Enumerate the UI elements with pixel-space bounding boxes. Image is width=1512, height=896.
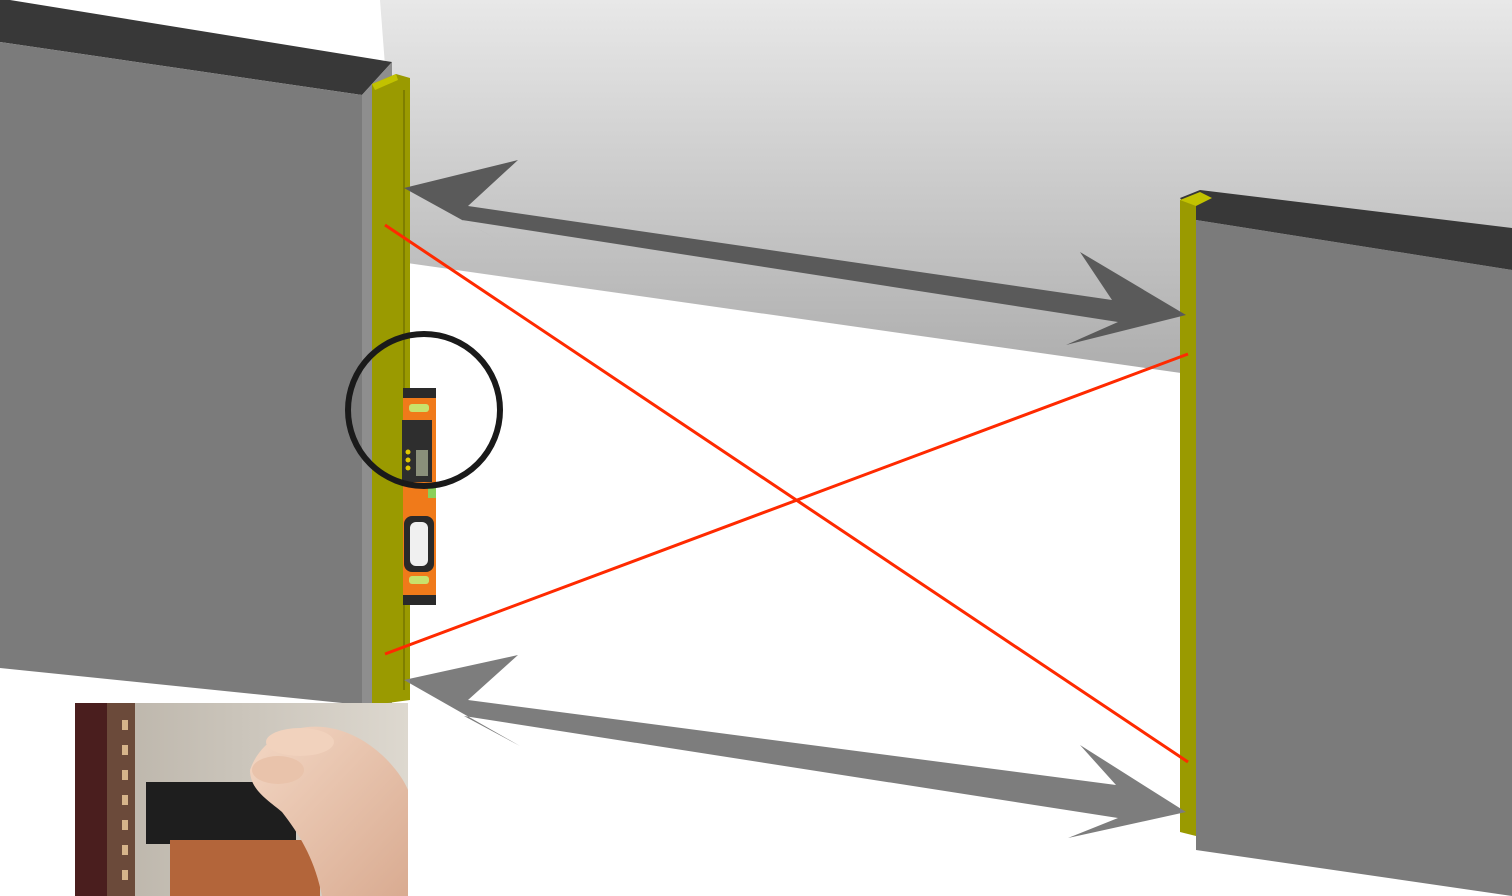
photo-wood-block [170, 840, 320, 896]
right-wall-face [1196, 220, 1512, 896]
diagonal-line-1 [384, 223, 1189, 764]
left-jamb-face [372, 74, 410, 705]
right-wall [1180, 190, 1512, 896]
left-wall [0, 0, 392, 705]
right-jamb-top [1180, 192, 1212, 206]
level-handle-grip [410, 522, 428, 566]
level-button-1 [405, 449, 411, 455]
photo-door-casing [75, 703, 107, 896]
top-double-arrow-icon [404, 160, 1186, 345]
photo-frame-edge [107, 703, 135, 896]
right-wall-top [1180, 190, 1512, 270]
right-jamb-face [1180, 196, 1196, 836]
bottom-double-arrow-icon [404, 655, 1186, 838]
level-cap-top [403, 388, 436, 398]
diagonal-line-2 [384, 352, 1189, 656]
left-wall-face [0, 42, 362, 705]
level-vial-side [428, 488, 436, 498]
photo-finger [252, 756, 304, 784]
left-jamb-top [372, 74, 398, 90]
level-lcd [416, 450, 428, 476]
photo-thumb [266, 728, 334, 756]
level-vial-top [409, 404, 429, 412]
spirit-level-icon [402, 388, 436, 605]
left-wall-top [0, 0, 392, 95]
level-cap-bottom [403, 595, 436, 605]
top-arrow-shape [404, 160, 1186, 345]
level-vial-bottom [409, 576, 429, 584]
bottom-arrow-shape [404, 655, 1186, 838]
inset-photo [75, 703, 408, 896]
level-button-2 [405, 457, 411, 463]
photo-hinge-screws [122, 720, 128, 880]
circle-highlight-icon [345, 331, 503, 489]
level-button-3 [405, 465, 411, 471]
